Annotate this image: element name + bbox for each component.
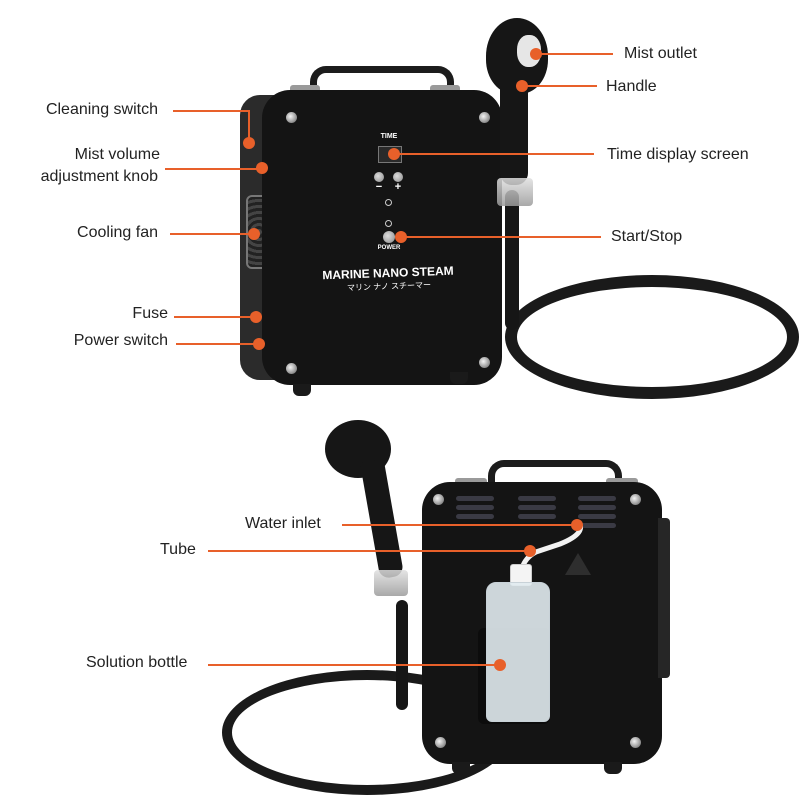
foot [293, 384, 311, 396]
time-display-label: Time display screen [607, 146, 749, 163]
minus-button[interactable] [374, 172, 384, 182]
hose-vertical [505, 190, 519, 330]
water-inlet-label: Water inlet [245, 515, 321, 532]
screw [435, 737, 446, 748]
vent-slot [518, 505, 556, 510]
callout-line [174, 316, 256, 318]
vent-slot [578, 496, 616, 501]
callout-dot [524, 545, 536, 557]
callout-line [401, 236, 601, 238]
hose [505, 275, 799, 399]
time-label: TIME [380, 133, 398, 140]
callout-line [248, 110, 250, 143]
cooling-fan-label: Cooling fan [77, 224, 158, 241]
handpiece-handle [500, 80, 528, 185]
vent-slot [456, 514, 494, 519]
indicator-led [385, 220, 392, 227]
vent-slot [578, 505, 616, 510]
plus-button[interactable] [393, 172, 403, 182]
handle-label: Handle [606, 78, 657, 95]
callout-line [394, 153, 594, 155]
tube-label: Tube [160, 541, 196, 558]
vent-slot [518, 496, 556, 501]
solution-bottle [486, 582, 550, 722]
vent-slot [456, 496, 494, 501]
callout-dot [571, 519, 583, 531]
screw [286, 363, 297, 374]
vent-slot [456, 505, 494, 510]
screw [630, 737, 641, 748]
mist-volume-label-line1: Mist volume [74, 146, 160, 163]
screw [479, 112, 490, 123]
carry-handle [488, 460, 622, 491]
vent-slot [518, 514, 556, 519]
mist-outlet-label: Mist outlet [624, 45, 697, 62]
foot [604, 762, 622, 774]
callout-line [173, 110, 249, 112]
warning-triangle-icon [565, 553, 591, 575]
screw [479, 357, 490, 368]
callout-dot [243, 137, 255, 149]
fuse-label: Fuse [132, 305, 168, 322]
plus-label: + [394, 181, 402, 193]
side-controls [658, 518, 670, 678]
callout-line [342, 524, 576, 526]
callout-line [208, 664, 500, 666]
callout-dot [253, 338, 265, 350]
callout-line [522, 85, 597, 87]
solution-bottle-label: Solution bottle [86, 654, 188, 671]
power-label: POWER [377, 245, 401, 251]
callout-line [176, 343, 258, 345]
foot [452, 762, 470, 774]
callout-dot [494, 659, 506, 671]
screw [286, 112, 297, 123]
callout-line [208, 550, 530, 552]
vent-slot [578, 523, 616, 528]
callout-dot [256, 162, 268, 174]
handpiece-collar [497, 178, 533, 206]
handle-clip-left [290, 85, 320, 93]
power-button[interactable] [383, 231, 395, 243]
vent-slot [578, 514, 616, 519]
screw [433, 494, 444, 505]
carry-handle [310, 66, 454, 103]
callout-line [170, 233, 254, 235]
mist-volume-label-line2: adjustment knob [40, 168, 158, 185]
callout-dot [250, 311, 262, 323]
cleaning-switch-label: Cleaning switch [45, 101, 158, 118]
hose-vertical [396, 600, 408, 710]
callout-dot [248, 228, 260, 240]
callout-line [165, 168, 262, 170]
foot [450, 372, 468, 384]
handle-clip-right [430, 85, 460, 93]
minus-label: − [375, 181, 383, 193]
screw [630, 494, 641, 505]
handpiece-handle [359, 458, 405, 580]
callout-line [536, 53, 613, 55]
indicator-led [385, 199, 392, 206]
handpiece-collar [374, 570, 408, 596]
start-stop-label: Start/Stop [611, 228, 683, 245]
power-switch-label: Power switch [73, 332, 168, 349]
